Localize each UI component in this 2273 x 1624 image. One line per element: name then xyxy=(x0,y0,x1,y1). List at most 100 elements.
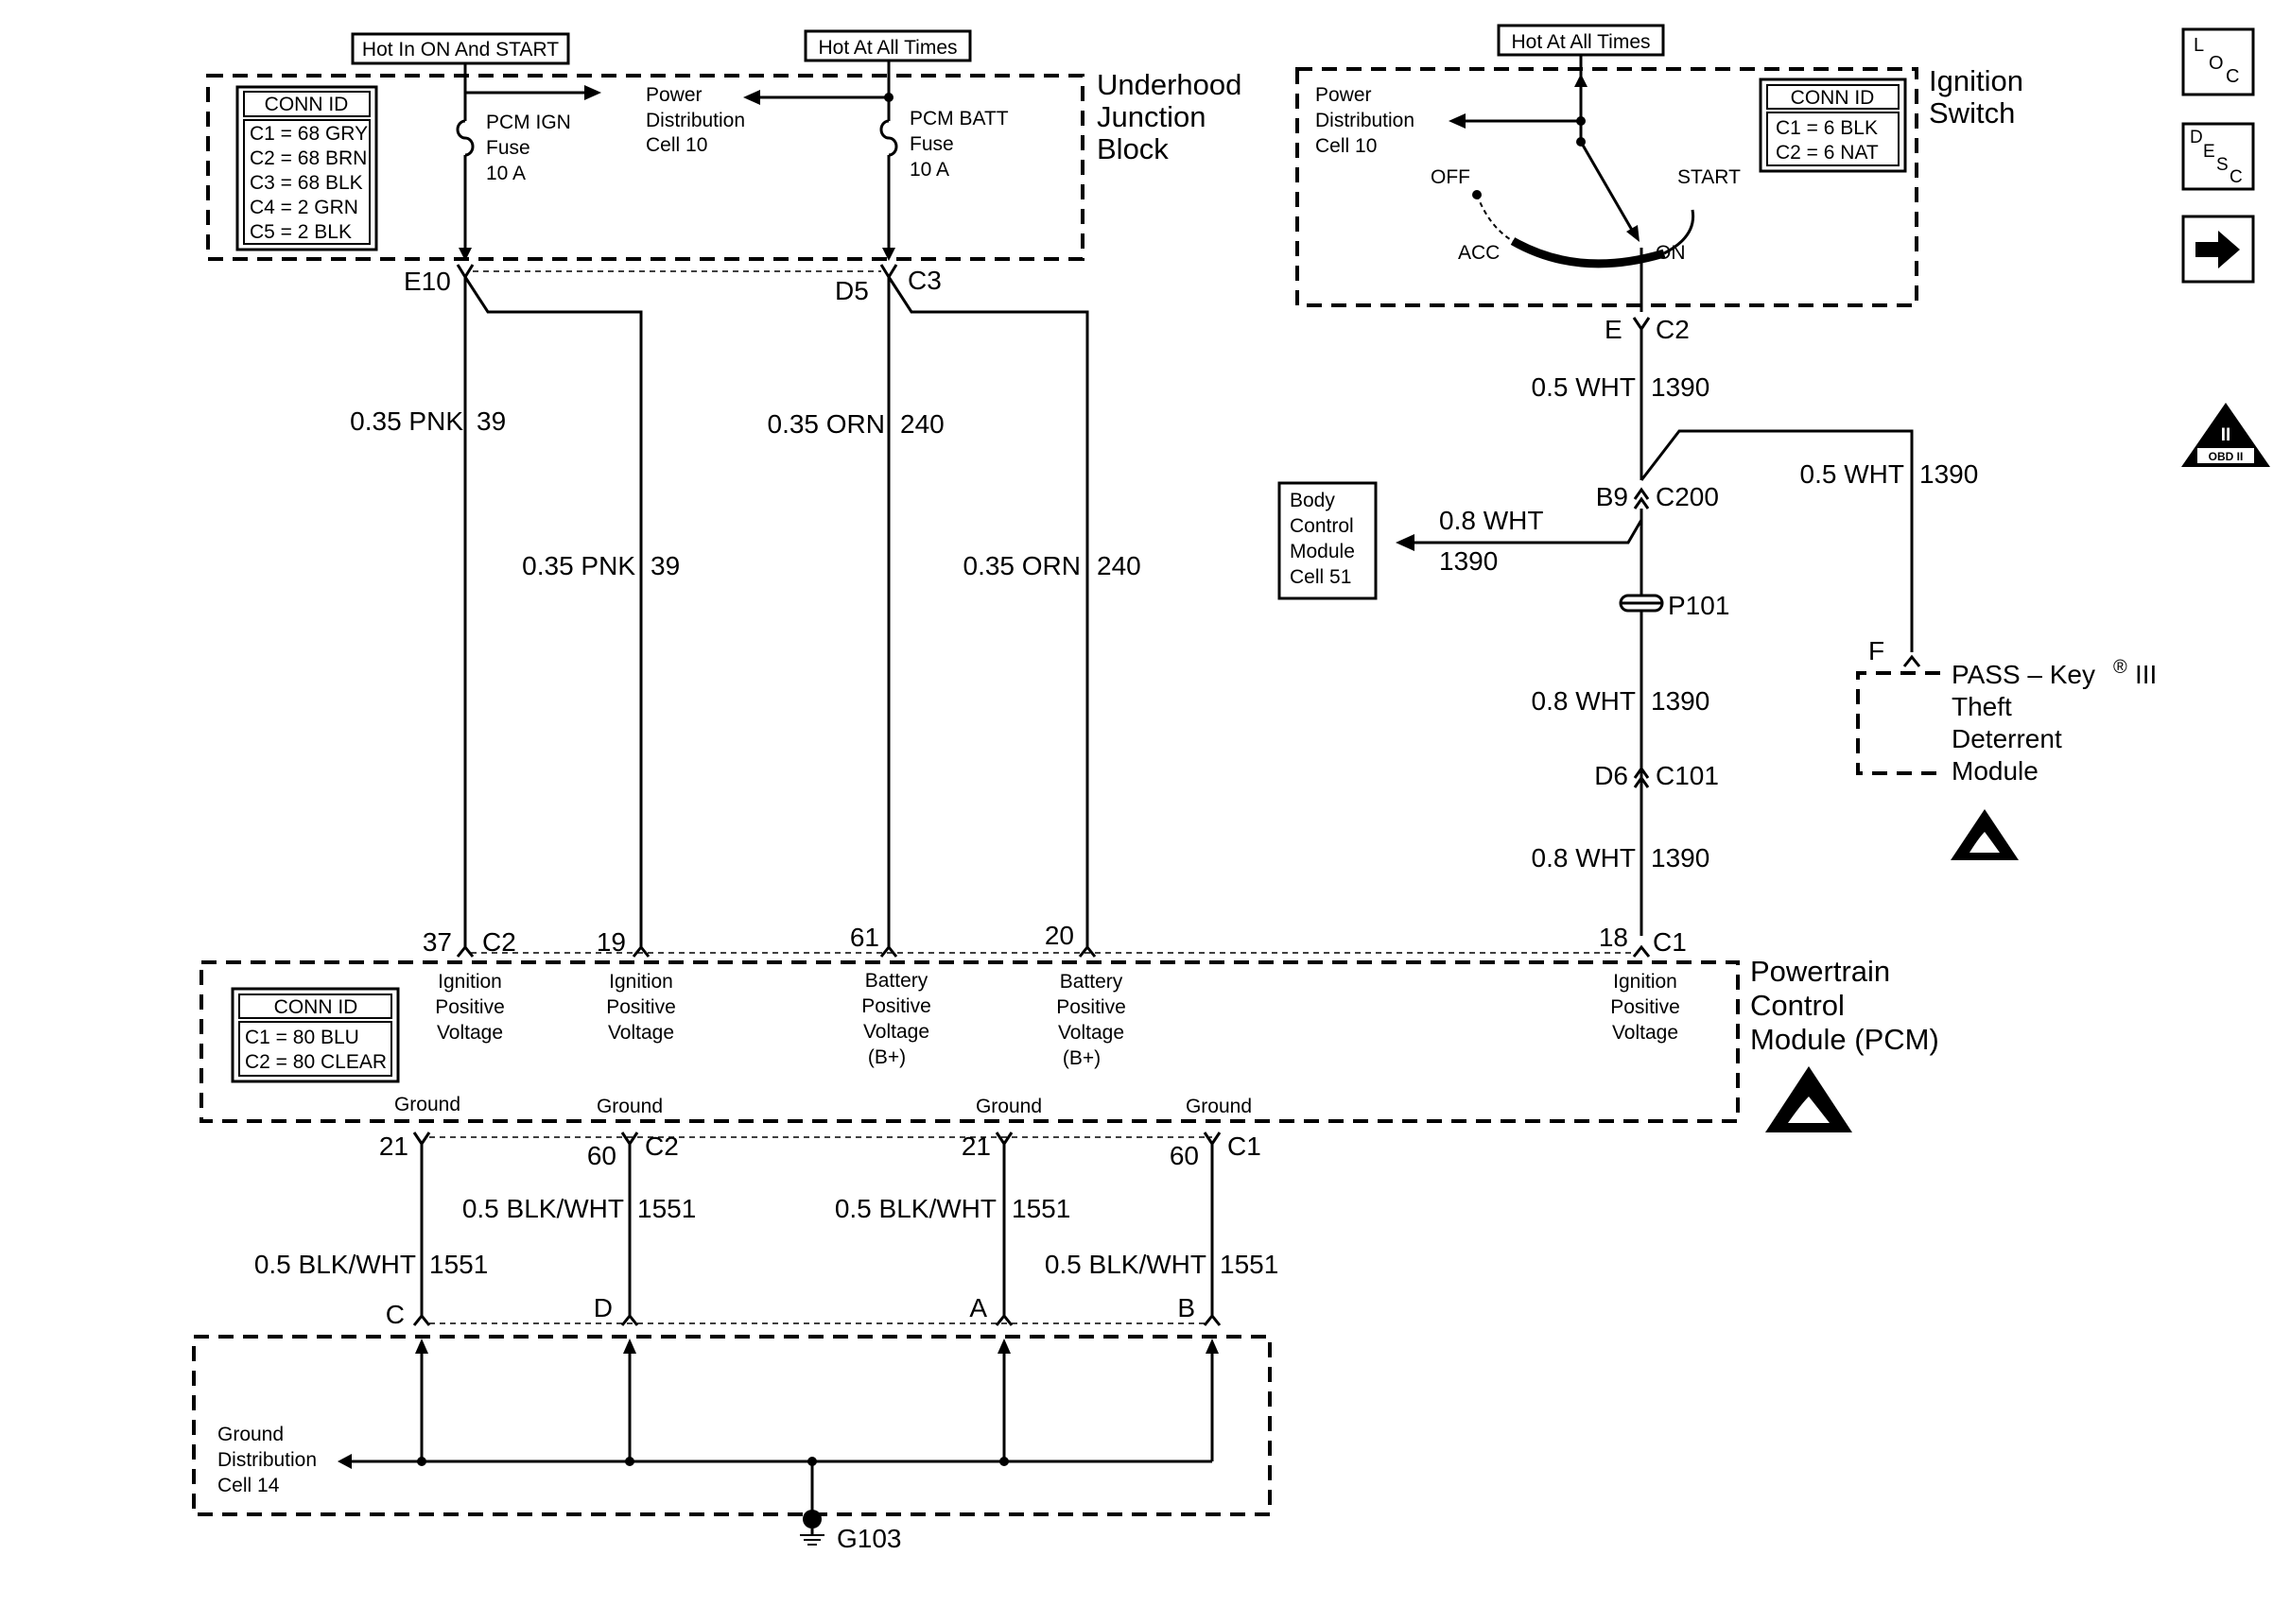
pcm-batt-label: Voltage xyxy=(863,1021,929,1043)
wire-gnd-4-label: 0.5 BLK/WHT xyxy=(1045,1250,1206,1279)
pin-c3: C3 xyxy=(908,266,942,295)
fuse-ign-text: Fuse xyxy=(486,137,530,159)
fuse-batt-text: Fuse xyxy=(910,133,954,155)
wire-wht-top-circuit: 1390 xyxy=(1651,372,1709,402)
pcm-title-3: Module (PCM) xyxy=(1750,1023,1939,1056)
pcm-ign-label: Positive xyxy=(435,996,505,1018)
pin-d6: D6 xyxy=(1594,761,1628,790)
bcm-text: Cell 51 xyxy=(1290,566,1351,588)
ignition-switch: Ignition Switch CONN ID C1 = 6 BLK C2 = … xyxy=(1295,55,2023,312)
ign-power-dist-text: Distribution xyxy=(1315,110,1414,131)
pcm-pin-18: 18 xyxy=(1599,923,1628,952)
arrow-icon xyxy=(1449,113,1466,129)
pin-c200: C200 xyxy=(1656,482,1719,511)
wire-gnd-3-label: 0.5 BLK/WHT xyxy=(835,1194,997,1223)
wire-gnd-1-circuit: 1551 xyxy=(429,1250,488,1279)
pcm-pin-c2-bottom: C2 xyxy=(645,1132,679,1161)
conn-id-row: C5 = 2 BLK xyxy=(250,221,352,243)
pcm-ground-label: Ground xyxy=(597,1096,663,1117)
pass-key-module: F PASS – Key ® III Theft Deterrent Modul… xyxy=(1856,636,2157,786)
hot-all-times-label-1: Hot At All Times xyxy=(804,29,972,62)
conn-id-row: C1 = 6 BLK xyxy=(1776,117,1878,139)
conn-id-row: C3 = 68 BLK xyxy=(250,172,363,194)
gnd-pin-c: C xyxy=(386,1300,405,1329)
conn-id-row: C2 = 68 BRN xyxy=(250,147,367,169)
wire-gnd-1-label: 0.5 BLK/WHT xyxy=(254,1250,416,1279)
pcm-batt-label: Positive xyxy=(861,995,931,1017)
pcm-pin-60a: 60 xyxy=(587,1141,616,1170)
desc-icon[interactable]: D E S C xyxy=(2181,122,2255,191)
loc-icon-letter: C xyxy=(2226,66,2239,87)
pin-c101: C101 xyxy=(1656,761,1719,790)
ground-distribution-block: Ground Distribution Cell 14 xyxy=(192,1335,1272,1517)
wire-wht-top-label: 0.5 WHT xyxy=(1532,372,1636,402)
obd-caption: OBD II xyxy=(2209,450,2244,463)
pcm-pin-61: 61 xyxy=(850,923,879,952)
wire-gnd-3-circuit: 1551 xyxy=(1012,1194,1070,1223)
obd-roman: II xyxy=(2221,425,2231,445)
pcm-batt-label: Battery xyxy=(1060,971,1123,993)
desc-icon-letter: D xyxy=(2190,128,2203,147)
hot-all-times-text-1: Hot At All Times xyxy=(818,37,957,59)
bcm-text: Module xyxy=(1290,541,1355,562)
pcm-batt-label: (B+) xyxy=(1063,1047,1101,1069)
pcm-pin-c2: C2 xyxy=(482,927,516,957)
pcm-pin-c1-bottom: C1 xyxy=(1227,1132,1261,1161)
pcm-title-1: Powertrain xyxy=(1750,955,1890,988)
wire-pnk-left-circuit: 39 xyxy=(477,406,506,436)
ground-symbol-icon xyxy=(800,1510,824,1546)
next-arrow-icon[interactable] xyxy=(2181,215,2255,284)
body-control-module-box: Body Control Module Cell 51 xyxy=(1277,481,1378,600)
esd-warning-icon xyxy=(1951,809,2019,860)
pass-key-title-main: PASS – Key xyxy=(1952,660,2095,689)
pcm-ign-label: Positive xyxy=(1610,996,1680,1018)
wire-wht-pass-circuit: 1390 xyxy=(1919,459,1978,489)
power-dist-text: Power xyxy=(646,84,703,106)
switch-pos-start: START xyxy=(1677,166,1741,188)
arrow-icon xyxy=(1574,74,1588,87)
ign-switch-title-2: Switch xyxy=(1929,96,2015,130)
conn-id-header: CONN ID xyxy=(1791,87,1875,109)
desc-icon-letter: E xyxy=(2203,142,2215,162)
loc-icon[interactable]: L O C xyxy=(2181,27,2255,96)
wire-orn-left-label: 0.35 ORN xyxy=(768,409,886,439)
conn-id-row: C2 = 6 NAT xyxy=(1776,142,1879,164)
gnd-pin-d: D xyxy=(594,1293,613,1322)
powertrain-control-module: Powertrain Control Module (PCM) CONN ID … xyxy=(200,955,1939,1123)
bcm-text: Body xyxy=(1290,490,1335,511)
pcm-ign-label: Voltage xyxy=(1612,1022,1678,1044)
wire-wht-mid-circuit: 1390 xyxy=(1651,686,1709,716)
loc-icon-letter: L xyxy=(2194,35,2204,56)
pcm-pin-c1: C1 xyxy=(1653,927,1687,957)
pcm-ign-label: Ignition xyxy=(438,971,502,993)
wire-wht-low-label: 0.8 WHT xyxy=(1532,843,1636,872)
gnd-dist-text: Ground xyxy=(217,1424,284,1445)
pin-e: E xyxy=(1605,315,1622,344)
splice-p101 xyxy=(1619,594,1664,613)
switch-pos-acc: ACC xyxy=(1458,242,1500,264)
pcm-title-2: Control xyxy=(1750,989,1845,1022)
pass-key-pin-f: F xyxy=(1868,636,1884,665)
wire-orn-right-circuit: 240 xyxy=(1097,551,1141,580)
junction-title-2: Junction xyxy=(1097,100,1206,133)
pcm-ign-label: Ignition xyxy=(609,971,673,993)
ign-power-dist-text: Cell 10 xyxy=(1315,135,1377,157)
pcm-batt-label: Battery xyxy=(865,970,928,992)
wire-wht-low-circuit: 1390 xyxy=(1651,843,1709,872)
desc-icon-letter: S xyxy=(2216,155,2229,175)
pass-key-line: Module xyxy=(1952,756,2039,786)
wire-wht-mid-label: 0.8 WHT xyxy=(1532,686,1636,716)
junction-conn-id-table: CONN ID C1 = 68 GRY C2 = 68 BRN C3 = 68 … xyxy=(235,85,378,251)
pass-key-title-suffix: III xyxy=(2135,660,2157,689)
power-dist-text: Cell 10 xyxy=(646,134,707,156)
underhood-junction-block: Underhood Junction Block CONN ID C1 = 68… xyxy=(206,60,1241,261)
hot-on-start-label: Hot In ON And START xyxy=(351,32,570,65)
wire-gnd-2-label: 0.5 BLK/WHT xyxy=(462,1194,624,1223)
conn-id-header: CONN ID xyxy=(265,94,349,115)
pcm-pin-19: 19 xyxy=(597,927,626,957)
fuse-batt-text: PCM BATT xyxy=(910,108,1009,130)
ign-switch-title-1: Ignition xyxy=(1929,64,2023,97)
conn-id-row: C1 = 68 GRY xyxy=(250,123,368,145)
pcm-batt-label: Positive xyxy=(1056,996,1126,1018)
